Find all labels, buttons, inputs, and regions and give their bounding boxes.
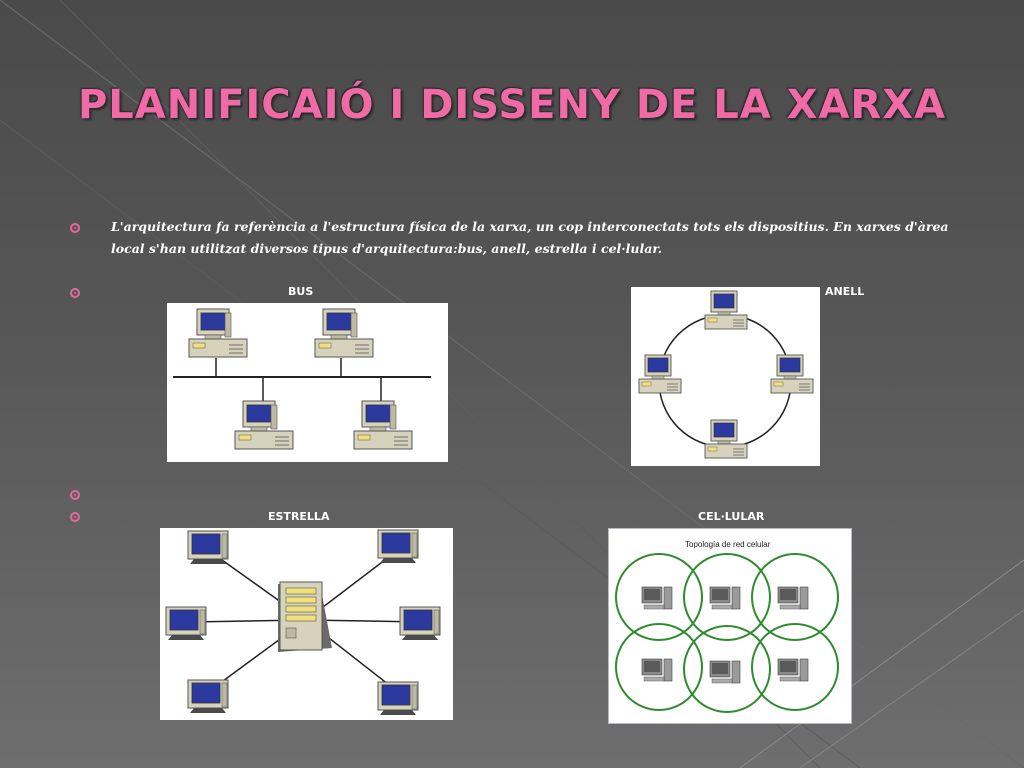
- computer-icon: [641, 658, 673, 682]
- intro-paragraph: L'arquitectura fa referència a l'estruct…: [111, 219, 949, 256]
- computer-icon: [377, 529, 419, 564]
- computer-icon: [777, 586, 809, 610]
- computer-icon: [704, 419, 748, 459]
- page-title: PLANIFICAIÓ I DISSENY DE LA XARXA: [77, 82, 947, 128]
- label-cellular: CEL·LULAR: [698, 510, 765, 523]
- bullet-icon: [70, 490, 80, 500]
- computer-icon: [353, 400, 413, 450]
- computer-icon: [377, 681, 419, 716]
- bullet-icon: [70, 512, 80, 522]
- computer-icon: [709, 586, 741, 610]
- label-estrella: ESTRELLA: [268, 510, 330, 523]
- cellular-caption: Topología de red celular: [685, 540, 771, 549]
- cellular-topology-diagram: Topología de red celular: [608, 528, 852, 724]
- computer-icon: [770, 354, 814, 394]
- server-icon: [278, 581, 332, 652]
- label-bus: BUS: [288, 285, 314, 298]
- computer-icon: [641, 586, 673, 610]
- label-anell: ANELL: [825, 285, 865, 298]
- computer-icon: [234, 400, 294, 450]
- computer-icon: [399, 606, 441, 641]
- computer-icon: [704, 290, 748, 330]
- computer-icon: [709, 660, 741, 684]
- ring-topology-diagram: [631, 287, 820, 466]
- computer-icon: [638, 354, 682, 394]
- computer-icon: [777, 658, 809, 682]
- computer-icon: [314, 308, 374, 358]
- bus-topology-diagram: [167, 303, 448, 462]
- star-topology-diagram: [160, 528, 453, 720]
- computer-icon: [187, 679, 229, 714]
- computer-icon: [188, 308, 248, 358]
- bullet-icon: [70, 288, 80, 298]
- computer-icon: [187, 530, 229, 565]
- computer-icon: [165, 606, 207, 641]
- bullet-icon: [70, 223, 80, 233]
